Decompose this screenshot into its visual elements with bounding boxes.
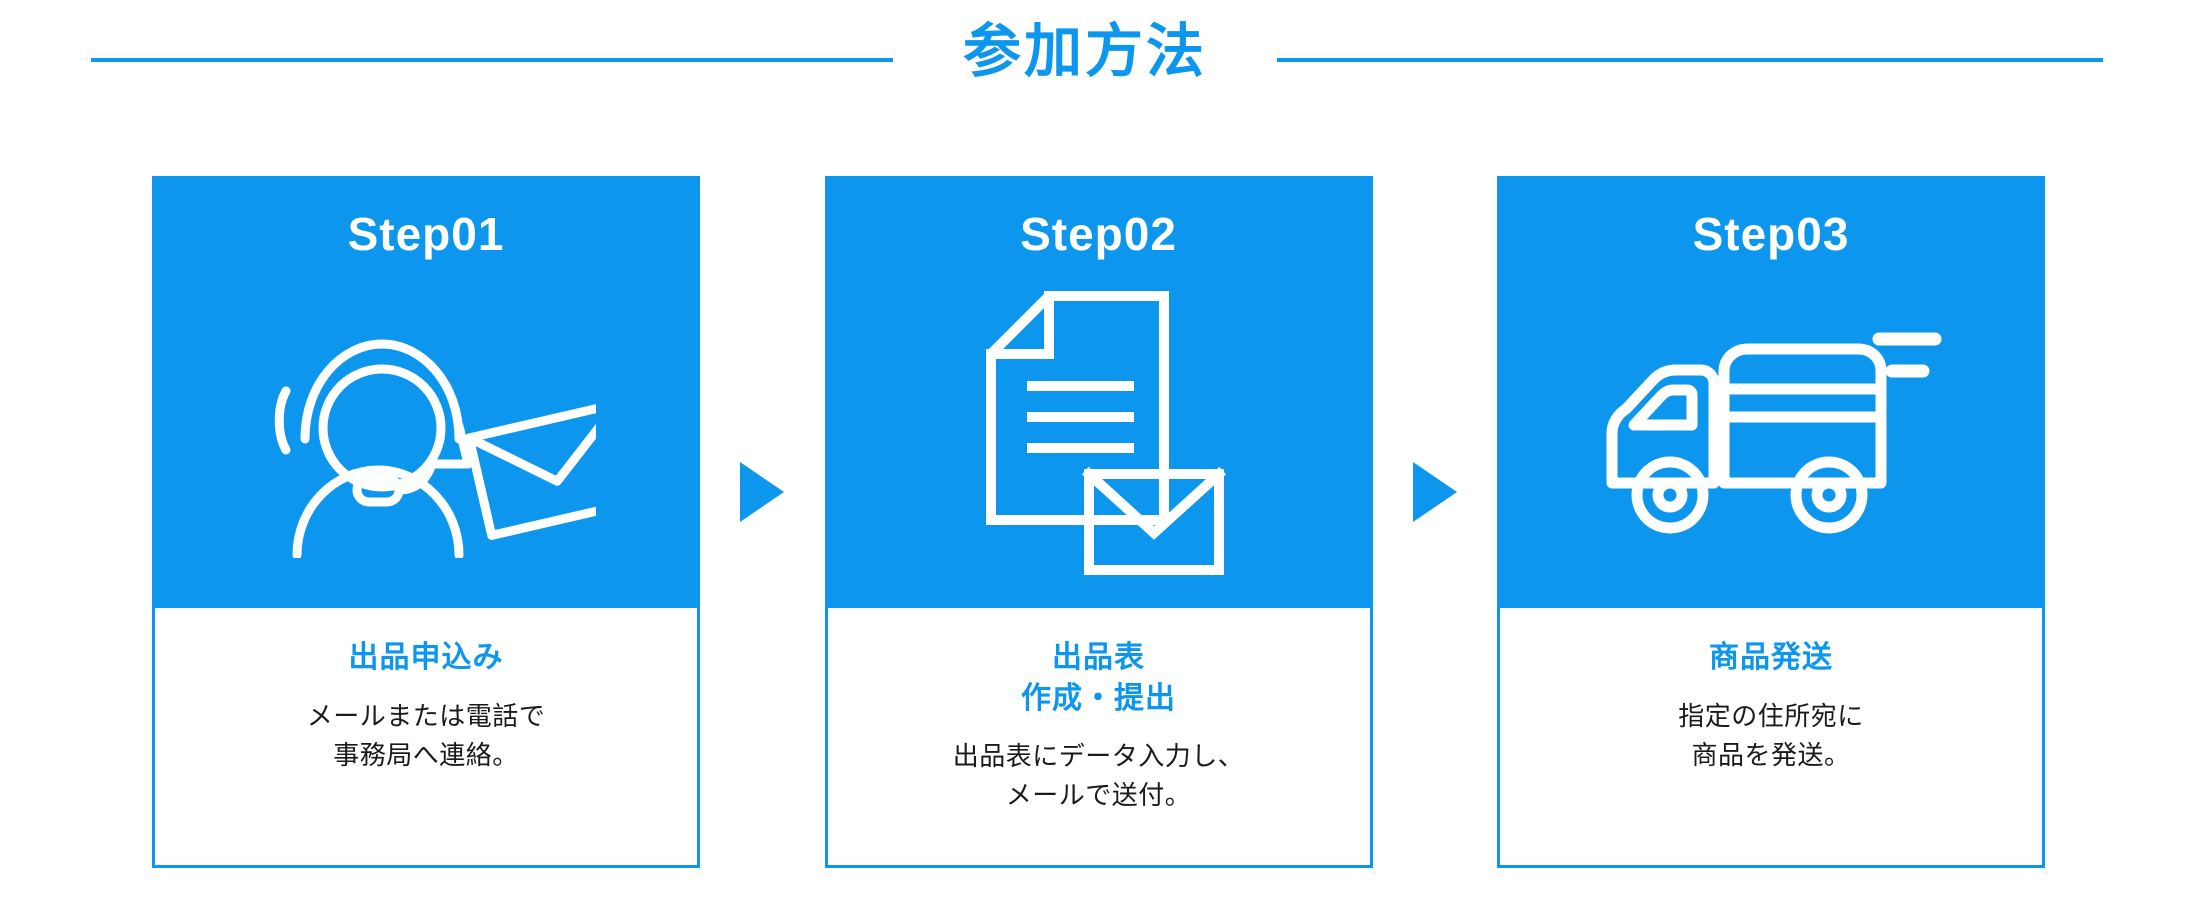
- step-desc-1-line-1: メールまたは電話で: [306, 700, 546, 731]
- step-title-3-line-1: 商品発送: [1709, 641, 1833, 674]
- step-desc-2: 出品表にデータ入力し、 メールで送付。: [953, 737, 1245, 815]
- step-card-1-header: Step01: [155, 179, 697, 608]
- step-card-1-body: 出品申込み メールまたは電話で 事務局へ連絡。: [155, 608, 697, 865]
- step-desc-3: 指定の住所宛に 商品を発送。: [1678, 697, 1864, 775]
- delivery-truck-icon: [1500, 257, 2042, 608]
- arrow-gap-1: [700, 176, 825, 868]
- document-envelope-icon: [828, 257, 1370, 608]
- step-card-2-header: Step02: [827, 179, 1370, 608]
- step-desc-3-line-2: 商品を発送。: [1691, 739, 1851, 770]
- step-title-2: 出品表 作成・提出: [1021, 638, 1176, 719]
- arrow-gap-2: [1373, 176, 1498, 868]
- step-card-1[interactable]: Step01: [152, 176, 700, 868]
- step-desc-3-line-1: 指定の住所宛に: [1678, 700, 1864, 731]
- step-title-2-line-1: 出品表: [1052, 641, 1145, 674]
- step-card-3-header: Step03: [1500, 179, 2042, 608]
- step-card-3[interactable]: Step03: [1497, 176, 2045, 868]
- headset-operator-envelope-icon: [155, 257, 697, 608]
- step-label-1: Step01: [347, 208, 505, 260]
- step-card-3-body: 商品発送 指定の住所宛に 商品を発送。: [1500, 608, 2042, 865]
- triangle-right-icon: [740, 462, 785, 522]
- page-title: 参加方法: [962, 19, 1207, 84]
- step-desc-1-line-2: 事務局へ連絡。: [333, 739, 519, 770]
- section-header: 参加方法: [0, 0, 2194, 120]
- triangle-right-icon: [1412, 462, 1457, 522]
- step-label-2: Step02: [1020, 208, 1177, 260]
- step-desc-2-line-1: 出品表にデータ入力し、: [952, 741, 1245, 771]
- header-rule-right: [1277, 58, 2103, 62]
- step-card-2[interactable]: Step02: [824, 176, 1373, 868]
- steps-row: Step01: [152, 176, 2045, 868]
- step-title-2-line-2: 作成・提出: [1021, 681, 1176, 715]
- step-label-3: Step03: [1692, 208, 1850, 260]
- step-desc-2-line-2: メールで送付。: [1005, 780, 1192, 810]
- step-card-2-body: 出品表 作成・提出 出品表にデータ入力し、 メールで送付。: [827, 608, 1370, 865]
- header-rule-left: [90, 58, 893, 62]
- step-title-3: 商品発送: [1709, 638, 1833, 679]
- step-title-1-line-1: 出品申込み: [348, 641, 504, 674]
- step-desc-1: メールまたは電話で 事務局へ連絡。: [307, 697, 546, 775]
- step-title-1: 出品申込み: [349, 638, 504, 679]
